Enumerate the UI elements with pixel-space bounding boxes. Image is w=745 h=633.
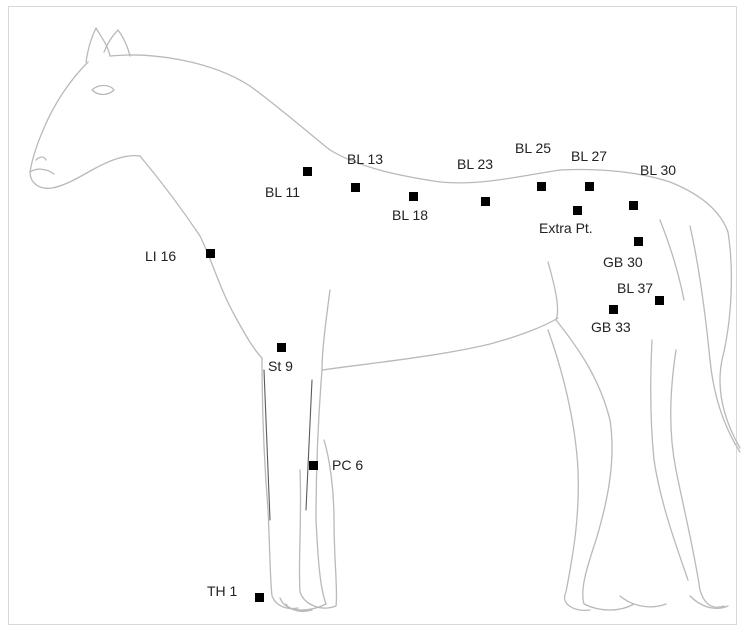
- nostril-line: [36, 157, 46, 160]
- point-label-pc6: PC 6: [332, 458, 363, 472]
- point-label-li16: LI 16: [145, 249, 176, 263]
- point-marker-li16: [206, 249, 215, 258]
- point-label-extra: Extra Pt.: [539, 221, 593, 235]
- point-marker-gb30: [634, 237, 643, 246]
- belly-outline: [322, 318, 558, 370]
- point-label-th1: TH 1: [207, 584, 237, 598]
- muzzle-line: [30, 169, 54, 174]
- hind-leg-outline: [548, 330, 590, 610]
- eye-outline: [92, 86, 114, 95]
- point-label-bl30: BL 30: [640, 163, 676, 177]
- point-marker-gb33: [609, 305, 618, 314]
- point-label-st9: St 9: [268, 359, 293, 373]
- point-marker-extra: [573, 206, 582, 215]
- point-marker-bl25: [537, 182, 546, 191]
- point-label-bl18: BL 18: [392, 208, 428, 222]
- point-label-bl11: BL 11: [265, 185, 300, 199]
- point-label-bl27: BL 27: [571, 149, 607, 163]
- point-label-gb30: GB 30: [603, 255, 643, 269]
- hind-leg-outline: [671, 350, 724, 607]
- ear-outline: [86, 28, 110, 62]
- hoof-outline: [620, 596, 666, 607]
- ear-outline: [104, 30, 130, 56]
- head-outline: [30, 62, 140, 188]
- front-leg-outline: [306, 380, 312, 510]
- point-marker-bl18: [409, 192, 418, 201]
- hind-leg-outline: [651, 340, 688, 580]
- point-marker-bl13: [351, 183, 360, 192]
- front-leg-outline: [262, 358, 298, 609]
- point-marker-bl27: [585, 182, 594, 191]
- point-marker-bl11: [303, 167, 312, 176]
- point-label-gb33: GB 33: [591, 320, 631, 334]
- hind-leg-outline: [548, 262, 634, 610]
- point-marker-st9: [277, 343, 286, 352]
- point-label-bl13: BL 13: [347, 152, 383, 166]
- point-marker-bl37: [655, 296, 664, 305]
- point-marker-bl30: [629, 201, 638, 210]
- front-leg-outline: [286, 290, 330, 610]
- tail-outline: [660, 220, 684, 300]
- point-marker-bl23: [481, 197, 490, 206]
- point-marker-th1: [255, 593, 264, 602]
- point-marker-pc6: [309, 461, 318, 470]
- point-label-bl23: BL 23: [457, 157, 493, 171]
- tail-outline: [690, 226, 740, 452]
- point-label-bl25: BL 25: [515, 141, 551, 155]
- tail-outline: [720, 232, 740, 448]
- point-label-bl37: BL 37: [617, 281, 653, 295]
